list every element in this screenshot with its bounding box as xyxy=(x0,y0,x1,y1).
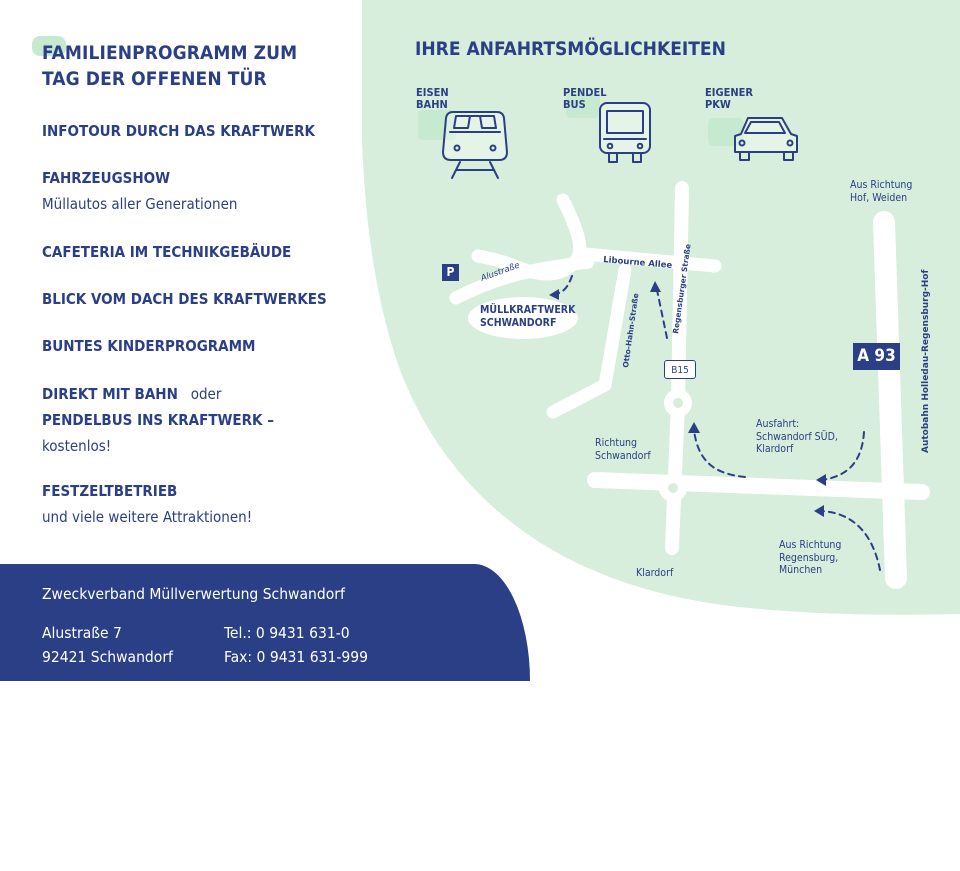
car-label: EIGENER PKW xyxy=(705,86,753,111)
roundabout-north-inner xyxy=(673,398,683,408)
bus-icon xyxy=(566,94,651,163)
car-icon xyxy=(708,117,798,161)
directions-title: IHRE ANFAHRTSMÖGLICHKEITEN xyxy=(415,38,726,60)
route-exit-north xyxy=(821,431,865,481)
arrowhead-south xyxy=(814,505,824,517)
train-icon xyxy=(418,110,508,179)
label-autobahn: Autobahn Holledau-Regensburg-Hof xyxy=(921,270,931,453)
plant-area xyxy=(468,297,578,339)
arrowhead-town xyxy=(688,422,700,433)
route-regensburger xyxy=(656,289,668,339)
b15-sign: B15 xyxy=(664,360,696,379)
address-footer: Zweckverband Müllverwertung Schwandorf A… xyxy=(0,564,530,681)
bus-label: PENDEL BUS xyxy=(563,86,607,111)
program-title-line1: FAMILIENPROGRAMM ZUM xyxy=(42,42,298,64)
libourne-road xyxy=(578,247,722,273)
route-to-town xyxy=(693,429,746,478)
alustrasse-road xyxy=(449,255,595,305)
program-title-line2: TAG DER OFFENEN TÜR xyxy=(42,68,267,90)
route-from-south xyxy=(819,510,881,571)
program-item-festzelt: FESTZELTBETRIEB und viele weitere Attrak… xyxy=(42,482,253,526)
program-item-bahn-pendelbus: DIREKT MIT BAHN oder PENDELBUS INS KRAFT… xyxy=(42,385,274,455)
program-item-kinderprogramm: BUNTES KINDERPROGRAMM xyxy=(42,337,256,355)
city: 92421 Schwandorf xyxy=(42,648,173,666)
program-title: FAMILIENPROGRAMM ZUM TAG DER OFFENEN TÜR xyxy=(32,36,298,92)
program-item-fahrzeugshow: FAHRZEUGSHOW Müllautos aller Generatione… xyxy=(42,169,238,213)
otto-hahn-road xyxy=(546,263,632,419)
org-name: Zweckverband Müllverwertung Schwandorf xyxy=(42,585,345,603)
contact-block: Tel.: 0 9431 631-0 Fax: 0 9431 631-999 xyxy=(224,621,368,669)
arrowhead-exit xyxy=(816,474,826,486)
train-label: EISEN BAHN xyxy=(416,86,449,111)
fax: Fax: 0 9431 631-999 xyxy=(224,648,368,666)
plant-label: MÜLLKRAFTWERK SCHWANDORF xyxy=(480,304,576,329)
autobahn-a93-road xyxy=(873,211,907,589)
main-east-west-road xyxy=(587,472,930,500)
program-item-dach: BLICK VOM DACH DES KRAFTWERKES xyxy=(42,290,327,308)
label-richtung-schwandorf: Richtung Schwandorf xyxy=(595,437,651,462)
roundabout-south-inner xyxy=(668,483,678,493)
map-background xyxy=(362,0,960,615)
arrowhead-reg xyxy=(650,281,661,292)
arrow-heads xyxy=(549,281,826,517)
label-from-hof: Aus Richtung Hof, Weiden xyxy=(850,179,913,204)
arrowhead-alu xyxy=(549,289,559,300)
program-item-infotour: INFOTOUR DURCH DAS KRAFTWERK xyxy=(42,122,315,140)
label-klardorf: Klardorf xyxy=(636,567,674,579)
a93-sign: A 93 xyxy=(853,343,900,370)
address-block: Alustraße 7 92421 Schwandorf xyxy=(42,621,173,669)
street: Alustraße 7 xyxy=(42,624,122,642)
program-item-cafeteria: CAFETERIA IM TECHNIKGEBÄUDE xyxy=(42,243,292,261)
parking-sign: P xyxy=(442,264,459,281)
label-ausfahrt: Ausfahrt: Schwandorf SÜD, Klardorf xyxy=(756,418,838,455)
label-from-regensburg: Aus Richtung Regensburg, München xyxy=(779,539,842,576)
phone: Tel.: 0 9431 631-0 xyxy=(224,624,350,642)
